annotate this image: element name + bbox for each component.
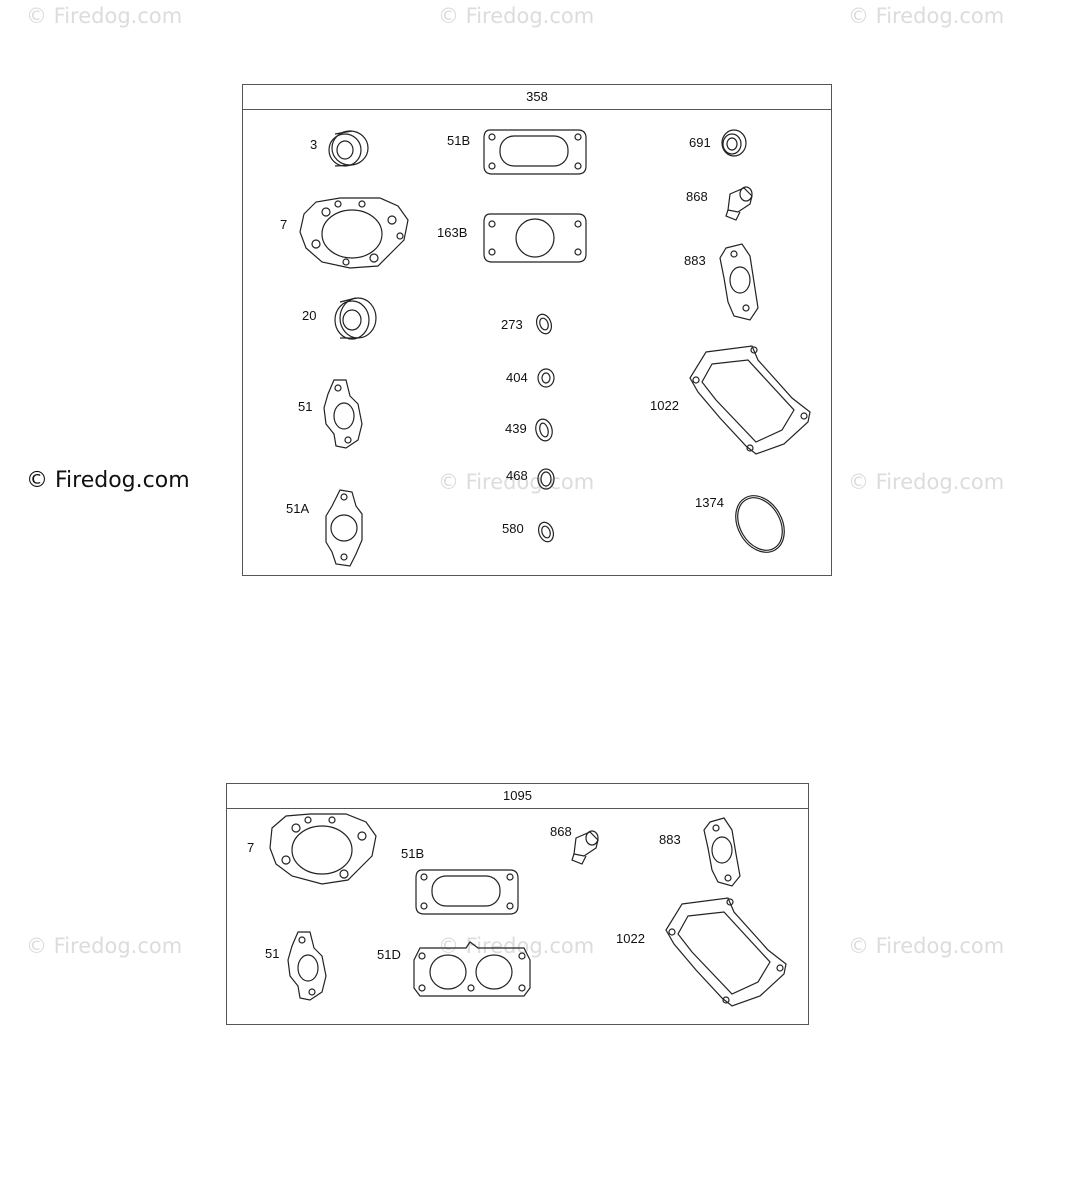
cylinder-head-gasket-icon[interactable] — [269, 813, 377, 885]
valve-seal-icon[interactable] — [725, 186, 753, 221]
watermark-text: © Firedog.com — [438, 4, 595, 28]
carburetor-gasket-icon[interactable] — [323, 379, 363, 449]
carburetor-gasket-icon[interactable] — [325, 489, 363, 567]
part-label: 1374 — [695, 495, 724, 510]
part-label: 273 — [501, 317, 523, 332]
part-label: 691 — [689, 135, 711, 150]
part-label: 7 — [280, 217, 288, 232]
part-label: 1022 — [616, 931, 645, 946]
part-label: 883 — [659, 832, 681, 847]
rectangular-gasket-icon[interactable] — [415, 869, 519, 915]
part-label: 20 — [302, 308, 317, 323]
intake-gasket-icon[interactable] — [719, 243, 759, 321]
part-label: 404 — [506, 370, 528, 385]
cylinder-head-gasket-icon[interactable] — [299, 197, 409, 269]
oil-seal-icon[interactable] — [328, 130, 369, 167]
rectangular-gasket-icon[interactable] — [483, 129, 587, 175]
washer-icon[interactable] — [537, 368, 555, 388]
double-port-gasket-icon[interactable] — [413, 941, 531, 997]
part-label: 51 — [265, 946, 280, 961]
part-label: 51 — [298, 399, 313, 414]
part-label: 580 — [502, 521, 524, 536]
oil-seal-icon[interactable] — [334, 297, 377, 340]
washer-icon[interactable] — [533, 417, 554, 442]
kit-number: 358 — [243, 85, 831, 110]
part-label: 7 — [247, 840, 255, 855]
crankcase-gasket-icon[interactable] — [665, 897, 787, 1007]
part-label: 3 — [310, 137, 318, 152]
watermark-text: © Firedog.com — [26, 4, 183, 28]
watermark-text: © Firedog.com — [26, 934, 183, 958]
part-label: 51B — [447, 133, 471, 148]
washer-icon[interactable] — [536, 520, 556, 544]
part-label: 51B — [401, 846, 425, 861]
washer-icon[interactable] — [534, 312, 554, 336]
part-label: 439 — [505, 421, 527, 436]
seal-ring-icon[interactable] — [721, 129, 747, 157]
part-label: 1022 — [650, 398, 679, 413]
o-ring-icon[interactable] — [726, 487, 794, 561]
watermark-text: © Firedog.com — [848, 4, 1005, 28]
watermark-text: © Firedog.com — [848, 934, 1005, 958]
kit-1095-panel: 1095 — [226, 783, 809, 1025]
kit-358-panel: 358 — [242, 84, 832, 576]
watermark-text: © Firedog.com — [438, 470, 595, 494]
watermark-text: © Firedog.com — [26, 468, 190, 493]
flange-gasket-icon[interactable] — [483, 213, 587, 263]
valve-seal-icon[interactable] — [571, 830, 599, 865]
part-label: 868 — [686, 189, 708, 204]
carburetor-gasket-icon[interactable] — [287, 931, 327, 1001]
intake-gasket-icon[interactable] — [703, 817, 741, 887]
crankcase-gasket-icon[interactable] — [689, 345, 811, 455]
part-label: 51A — [286, 501, 310, 516]
watermark-text: © Firedog.com — [848, 470, 1005, 494]
watermark-text: © Firedog.com — [438, 934, 595, 958]
part-label: 468 — [506, 468, 528, 483]
part-label: 163B — [437, 225, 468, 240]
washer-icon[interactable] — [537, 468, 555, 490]
part-label: 51D — [377, 947, 401, 962]
part-label: 883 — [684, 253, 706, 268]
kit-number: 1095 — [227, 784, 808, 809]
part-label: 868 — [550, 824, 572, 839]
